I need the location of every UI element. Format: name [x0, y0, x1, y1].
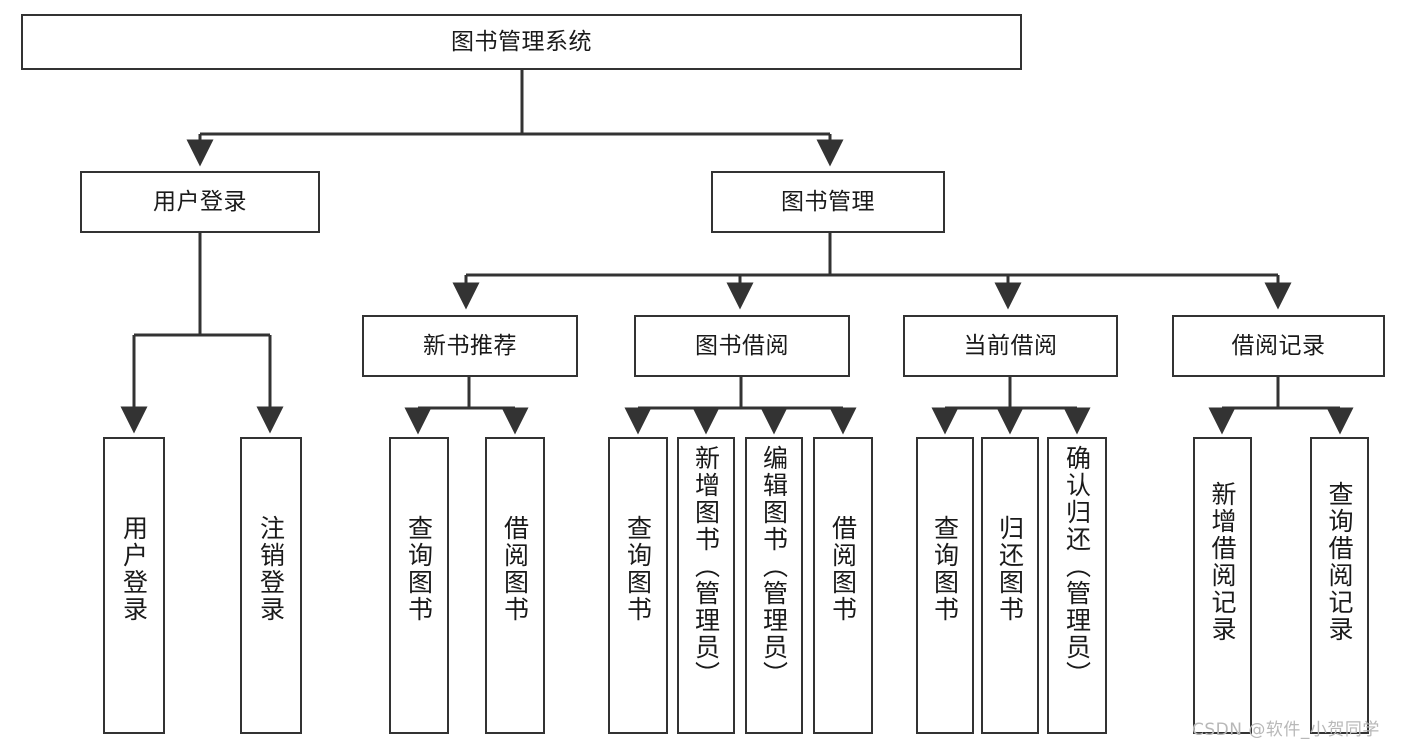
node-leaf-label: 借阅图书 — [828, 515, 858, 623]
node-leaf-book-borrow-2[interactable]: 编辑图书（管理员） — [745, 437, 803, 734]
node-leaf-book-borrow-0[interactable]: 查询图书 — [608, 437, 668, 734]
node-book-borrow[interactable]: 图书借阅 — [634, 315, 850, 377]
node-current-borrow-label: 当前借阅 — [963, 332, 1058, 359]
node-leaf-label: 用户登录 — [119, 515, 149, 623]
node-user-login-label: 用户登录 — [153, 188, 247, 215]
node-leaf-new-book-rec-0[interactable]: 查询图书 — [389, 437, 449, 734]
node-book-manage-label: 图书管理 — [781, 188, 875, 215]
node-leaf-label: 查询图书 — [623, 515, 653, 623]
node-book-borrow-label: 图书借阅 — [695, 332, 789, 359]
node-borrow-record-label: 借阅记录 — [1231, 332, 1326, 359]
node-leaf-book-borrow-3[interactable]: 借阅图书 — [813, 437, 873, 734]
node-leaf-label: 查询图书 — [404, 515, 434, 623]
node-leaf-user-login-0[interactable]: 用户登录 — [103, 437, 165, 734]
node-leaf-current-borrow-2[interactable]: 确认归还（管理员） — [1047, 437, 1107, 734]
node-leaf-label: 归还图书 — [995, 515, 1025, 623]
node-root-label: 图书管理系统 — [451, 28, 592, 55]
node-book-manage[interactable]: 图书管理 — [711, 171, 945, 233]
node-leaf-label: 注销登录 — [256, 515, 286, 623]
node-leaf-new-book-rec-1[interactable]: 借阅图书 — [485, 437, 545, 734]
node-leaf-label: 编辑图书（管理员） — [759, 445, 789, 688]
node-leaf-label: 新增图书（管理员） — [691, 445, 721, 688]
node-leaf-user-login-1[interactable]: 注销登录 — [240, 437, 302, 734]
node-leaf-book-borrow-1[interactable]: 新增图书（管理员） — [677, 437, 735, 734]
node-current-borrow[interactable]: 当前借阅 — [903, 315, 1118, 377]
node-leaf-current-borrow-1[interactable]: 归还图书 — [981, 437, 1039, 734]
node-leaf-borrow-record-1[interactable]: 查询借阅记录 — [1310, 437, 1369, 734]
node-leaf-label: 查询图书 — [930, 515, 960, 623]
csdn-watermark: CSDN @软件_小贺同学 — [1192, 720, 1380, 740]
node-leaf-label: 借阅图书 — [500, 515, 530, 623]
node-user-login[interactable]: 用户登录 — [80, 171, 320, 233]
node-leaf-current-borrow-0[interactable]: 查询图书 — [916, 437, 974, 734]
node-leaf-borrow-record-0[interactable]: 新增借阅记录 — [1193, 437, 1252, 734]
node-leaf-label: 确认归还（管理员） — [1062, 445, 1092, 688]
node-borrow-record[interactable]: 借阅记录 — [1172, 315, 1385, 377]
node-leaf-label: 查询借阅记录 — [1325, 481, 1354, 643]
node-new-book-rec-label: 新书推荐 — [423, 332, 517, 359]
node-new-book-rec[interactable]: 新书推荐 — [362, 315, 578, 377]
node-leaf-label: 新增借阅记录 — [1208, 481, 1237, 643]
node-root[interactable]: 图书管理系统 — [21, 14, 1022, 70]
